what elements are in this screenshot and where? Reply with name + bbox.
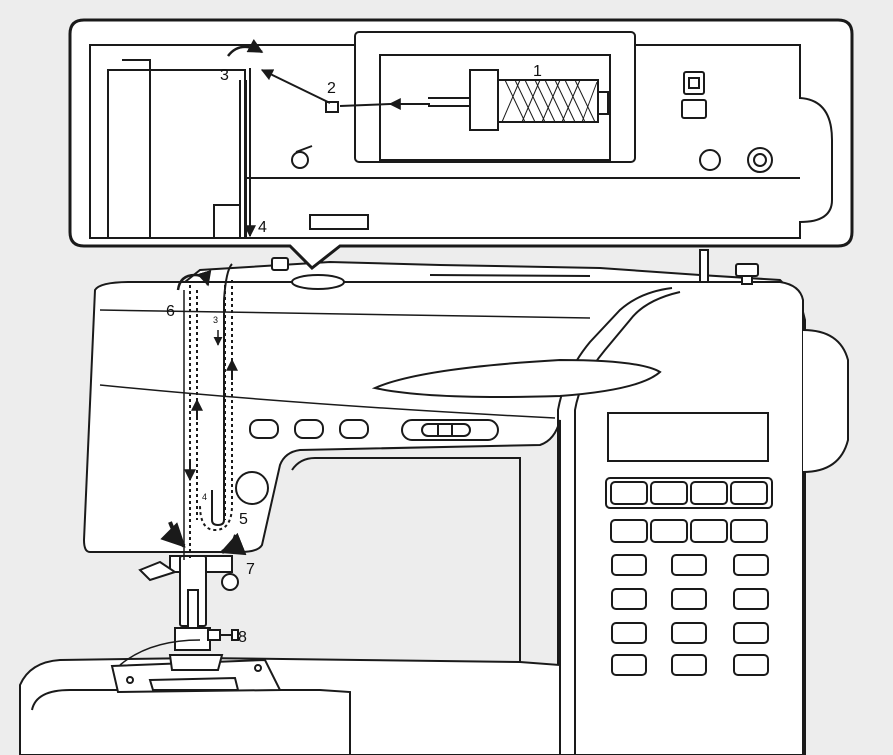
panel-button[interactable] xyxy=(610,481,648,505)
panel-button[interactable] xyxy=(730,519,768,543)
panel-button[interactable] xyxy=(671,554,707,576)
panel-button[interactable] xyxy=(650,481,688,505)
head-button[interactable] xyxy=(339,419,369,439)
panel-button[interactable] xyxy=(730,481,768,505)
head-buttons xyxy=(235,419,499,505)
panel-button[interactable] xyxy=(611,588,647,610)
needle-area xyxy=(138,555,239,671)
panel-button[interactable] xyxy=(671,622,707,644)
panel-button[interactable] xyxy=(610,519,648,543)
thread-path xyxy=(119,263,247,666)
reverse-button[interactable] xyxy=(235,471,269,505)
panel-button[interactable] xyxy=(611,622,647,644)
label-step-2: 2 xyxy=(327,80,336,97)
label-step-5: 5 xyxy=(239,511,248,528)
label-step-7: 7 xyxy=(246,561,255,578)
panel-button[interactable] xyxy=(690,481,728,505)
label-step-4: 4 xyxy=(258,219,267,236)
panel-button[interactable] xyxy=(690,519,728,543)
panel-button[interactable] xyxy=(733,554,769,576)
label-step-6: 6 xyxy=(166,303,175,320)
panel-button[interactable] xyxy=(650,519,688,543)
label-step-3: 3 xyxy=(220,67,229,84)
label-step-1: 1 xyxy=(533,63,542,80)
panel-button[interactable] xyxy=(671,654,707,676)
panel-button[interactable] xyxy=(733,588,769,610)
label-step-8: 8 xyxy=(238,629,247,646)
panel-button[interactable] xyxy=(733,622,769,644)
panel-button[interactable] xyxy=(611,554,647,576)
needle-clamp-screw[interactable] xyxy=(221,573,239,591)
spool-pins xyxy=(271,249,759,290)
guide-label-3: 3 xyxy=(213,315,218,325)
panel-button[interactable] xyxy=(733,654,769,676)
control-panel xyxy=(605,412,773,676)
head-button[interactable] xyxy=(249,419,279,439)
lcd-display xyxy=(607,412,769,462)
panel-button[interactable] xyxy=(671,588,707,610)
top-view-inset: 1 2 3 4 xyxy=(68,18,854,271)
panel-button[interactable] xyxy=(611,654,647,676)
head-button[interactable] xyxy=(294,419,324,439)
guide-label-4: 4 xyxy=(202,492,207,502)
